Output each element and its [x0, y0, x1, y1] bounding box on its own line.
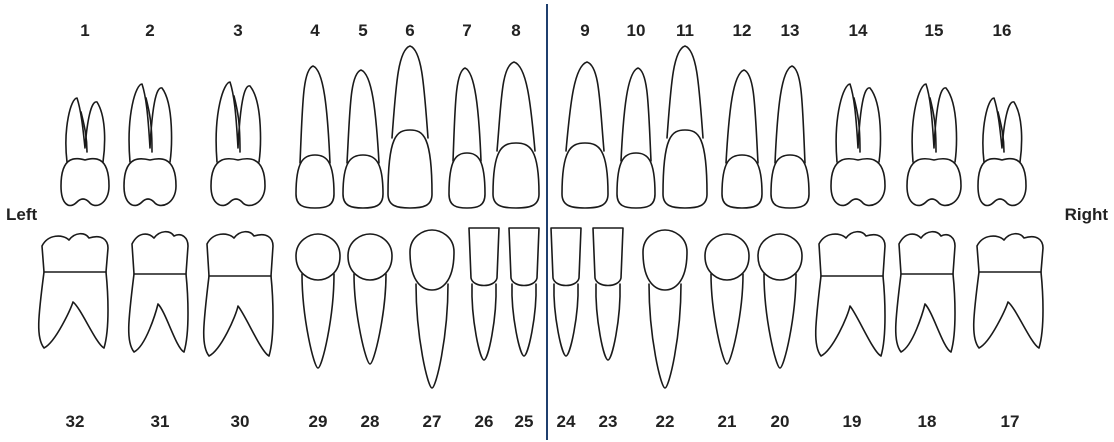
- tooth-number-12: 12: [733, 21, 752, 40]
- tooth-3[interactable]: [211, 82, 265, 205]
- tooth-number-17: 17: [1001, 412, 1020, 431]
- tooth-number-13: 13: [781, 21, 800, 40]
- tooth-16[interactable]: [978, 98, 1026, 205]
- tooth-15[interactable]: [907, 84, 961, 205]
- tooth-number-19: 19: [843, 412, 862, 431]
- tooth-7[interactable]: [449, 68, 485, 208]
- tooth-6[interactable]: [388, 46, 432, 208]
- tooth-18[interactable]: [896, 232, 955, 352]
- tooth-number-31: 31: [151, 412, 170, 431]
- tooth-17[interactable]: [974, 234, 1043, 348]
- tooth-number-23: 23: [599, 412, 618, 431]
- tooth-8[interactable]: [493, 62, 539, 208]
- tooth-number-4: 4: [310, 21, 320, 40]
- tooth-28[interactable]: [348, 234, 392, 364]
- tooth-1[interactable]: [61, 98, 109, 205]
- tooth-number-6: 6: [405, 21, 414, 40]
- tooth-number-10: 10: [627, 21, 646, 40]
- tooth-number-5: 5: [358, 21, 367, 40]
- tooth-number-18: 18: [918, 412, 937, 431]
- tooth-32[interactable]: [39, 234, 108, 348]
- tooth-number-15: 15: [925, 21, 944, 40]
- tooth-number-28: 28: [361, 412, 380, 431]
- tooth-20[interactable]: [758, 234, 802, 368]
- tooth-number-29: 29: [309, 412, 328, 431]
- tooth-21[interactable]: [705, 234, 749, 364]
- tooth-26[interactable]: [469, 228, 499, 360]
- tooth-30[interactable]: [204, 232, 273, 356]
- tooth-number-9: 9: [580, 21, 589, 40]
- tooth-number-22: 22: [656, 412, 675, 431]
- right-side-label: Right: [1065, 205, 1109, 224]
- tooth-number-26: 26: [475, 412, 494, 431]
- tooth-31[interactable]: [129, 232, 188, 352]
- tooth-number-3: 3: [233, 21, 242, 40]
- tooth-19[interactable]: [816, 232, 885, 356]
- tooth-10[interactable]: [617, 68, 655, 208]
- tooth-5[interactable]: [343, 70, 383, 208]
- tooth-22[interactable]: [643, 230, 687, 388]
- tooth-12[interactable]: [722, 70, 762, 208]
- tooth-29[interactable]: [296, 234, 340, 368]
- left-side-label: Left: [6, 205, 38, 224]
- tooth-11[interactable]: [663, 46, 707, 208]
- tooth-number-21: 21: [718, 412, 737, 431]
- tooth-number-7: 7: [462, 21, 471, 40]
- tooth-9[interactable]: [562, 62, 608, 208]
- tooth-number-16: 16: [993, 21, 1012, 40]
- tooth-number-24: 24: [557, 412, 576, 431]
- tooth-number-2: 2: [145, 21, 154, 40]
- tooth-14[interactable]: [831, 84, 885, 205]
- tooth-number-1: 1: [80, 21, 89, 40]
- tooth-number-14: 14: [849, 21, 868, 40]
- tooth-number-27: 27: [423, 412, 442, 431]
- tooth-number-25: 25: [515, 412, 534, 431]
- lower-teeth-row: 32 31 30 29 28 27 26 25 24 23 22 21 20 19 18 17: [39, 228, 1043, 431]
- tooth-number-32: 32: [66, 412, 85, 431]
- tooth-number-30: 30: [231, 412, 250, 431]
- tooth-number-8: 8: [511, 21, 520, 40]
- tooth-2[interactable]: [124, 84, 176, 205]
- tooth-25[interactable]: [509, 228, 539, 356]
- tooth-number-20: 20: [771, 412, 790, 431]
- tooth-13[interactable]: [771, 66, 809, 208]
- tooth-4[interactable]: [296, 66, 334, 208]
- tooth-23[interactable]: [593, 228, 623, 360]
- tooth-number-11: 11: [676, 21, 694, 40]
- tooth-27[interactable]: [410, 230, 454, 388]
- tooth-24[interactable]: [551, 228, 581, 356]
